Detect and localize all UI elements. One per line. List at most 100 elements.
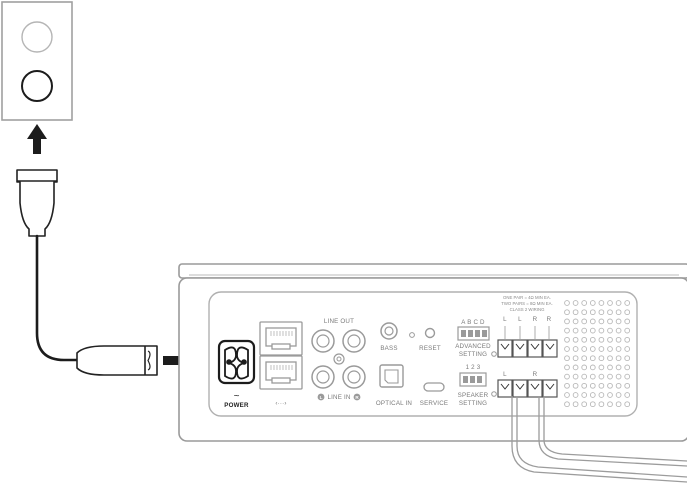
grille-hole — [607, 346, 613, 352]
rca-jacks: LINE OUT L LINE IN R — [311, 318, 366, 401]
ethernet-ports: ‹···› — [259, 321, 303, 407]
power-inlet: ~ POWER — [217, 339, 256, 409]
grille-hole — [564, 336, 570, 343]
power-cable — [35, 234, 82, 362]
grille-hole — [607, 392, 613, 398]
grille-hole — [589, 336, 596, 343]
outlet-socket-bottom — [21, 70, 53, 102]
grille-hole — [598, 346, 605, 352]
grille-hole — [624, 364, 631, 371]
grille-hole — [607, 336, 613, 343]
grille-hole — [581, 401, 588, 408]
line-in-right-label: R — [355, 395, 359, 400]
terminal-top-1: L — [503, 316, 507, 323]
grille-hole — [598, 300, 605, 306]
grille-hole — [581, 355, 588, 362]
grille-hole — [607, 382, 613, 389]
grille-hole — [572, 355, 579, 362]
grille-hole — [598, 336, 605, 343]
grille-hole — [572, 309, 579, 316]
speaker-setting-label-1: SPEAKER — [458, 392, 489, 399]
grille-hole — [598, 327, 605, 334]
device-plug — [76, 345, 158, 376]
grille-hole — [564, 309, 570, 316]
grille-hole — [598, 373, 605, 380]
grille-hole — [564, 373, 570, 380]
optical-in-port: OPTICAL IN — [376, 364, 412, 407]
terminal-bot-1: L — [503, 371, 507, 378]
grille-hole — [624, 373, 631, 380]
grille-hole — [615, 300, 622, 306]
grille-hole — [572, 336, 579, 343]
grille-hole — [564, 392, 570, 398]
grille-hole — [564, 346, 570, 352]
grille-hole — [607, 327, 613, 334]
grille-hole — [607, 401, 613, 408]
grille-hole — [581, 309, 588, 316]
grille-hole — [598, 401, 605, 408]
advanced-setting-switches: A B C D ADVANCED SETTING — [455, 319, 491, 358]
bass-knob: BASS — [380, 322, 398, 352]
terminal-bot-2: R — [533, 371, 538, 378]
grille-hole — [572, 364, 579, 371]
grille-hole — [589, 382, 596, 389]
grille-hole — [607, 309, 613, 316]
grille-hole — [581, 318, 588, 325]
grille-hole — [598, 355, 605, 362]
grille-hole — [624, 355, 631, 362]
grille-hole — [581, 336, 588, 343]
grille-hole — [615, 327, 622, 334]
grille-hole — [607, 355, 613, 362]
terminal-top-4: R — [547, 316, 552, 323]
grille-hole — [572, 346, 579, 352]
pairs-note-2: TWO PAIRS = 8Ω MIN EA. — [501, 301, 552, 306]
grille-hole — [598, 392, 605, 398]
grille-hole — [607, 364, 613, 371]
speaker-terminals: ONE PAIR = 4Ω MIN EA. TWO PAIRS = 8Ω MIN… — [491, 295, 558, 398]
grille-hole — [564, 382, 570, 389]
grille-hole — [589, 355, 596, 362]
grille-hole — [564, 355, 570, 362]
grille-hole — [607, 318, 613, 325]
grille-hole — [589, 346, 596, 352]
optical-in-label: OPTICAL IN — [376, 400, 412, 407]
speaker-setting-switches: 1 2 3 SPEAKER SETTING — [458, 364, 489, 407]
grille-hole — [615, 364, 622, 371]
grille-hole — [564, 300, 570, 306]
grille-hole — [572, 382, 579, 389]
grille-hole — [572, 392, 579, 398]
speaker-grille — [564, 300, 631, 408]
grille-hole — [581, 392, 588, 398]
grille-hole — [564, 401, 570, 408]
grille-hole — [624, 401, 631, 408]
grille-hole — [581, 373, 588, 380]
reset-label: RESET — [419, 345, 441, 352]
grille-hole — [581, 382, 588, 389]
pairs-note-1: ONE PAIR = 4Ω MIN EA. — [503, 295, 551, 300]
grille-hole — [589, 300, 596, 306]
grille-hole — [598, 318, 605, 325]
network-symbol: ‹···› — [275, 400, 286, 407]
grille-hole — [564, 318, 570, 325]
grille-hole — [624, 392, 631, 398]
grille-hole — [589, 318, 596, 325]
grille-hole — [615, 346, 622, 352]
service-port: SERVICE — [420, 382, 448, 407]
pairs-note-3: CLASS 2 WIRING — [510, 307, 546, 312]
grille-hole — [572, 318, 579, 325]
grille-hole — [624, 346, 631, 352]
power-label: POWER — [224, 402, 249, 409]
power-symbol: ~ — [234, 391, 240, 402]
grille-hole — [624, 327, 631, 334]
grille-hole — [624, 300, 631, 306]
terminal-top-2: L — [518, 316, 522, 323]
grille-hole — [581, 327, 588, 334]
grille-hole — [572, 401, 579, 408]
line-in-label: LINE IN — [327, 394, 350, 401]
dip-123-label: 1 2 3 — [466, 364, 481, 371]
grille-hole — [598, 382, 605, 389]
grille-hole — [615, 373, 622, 380]
grille-hole — [624, 336, 631, 343]
grille-hole — [598, 364, 605, 371]
